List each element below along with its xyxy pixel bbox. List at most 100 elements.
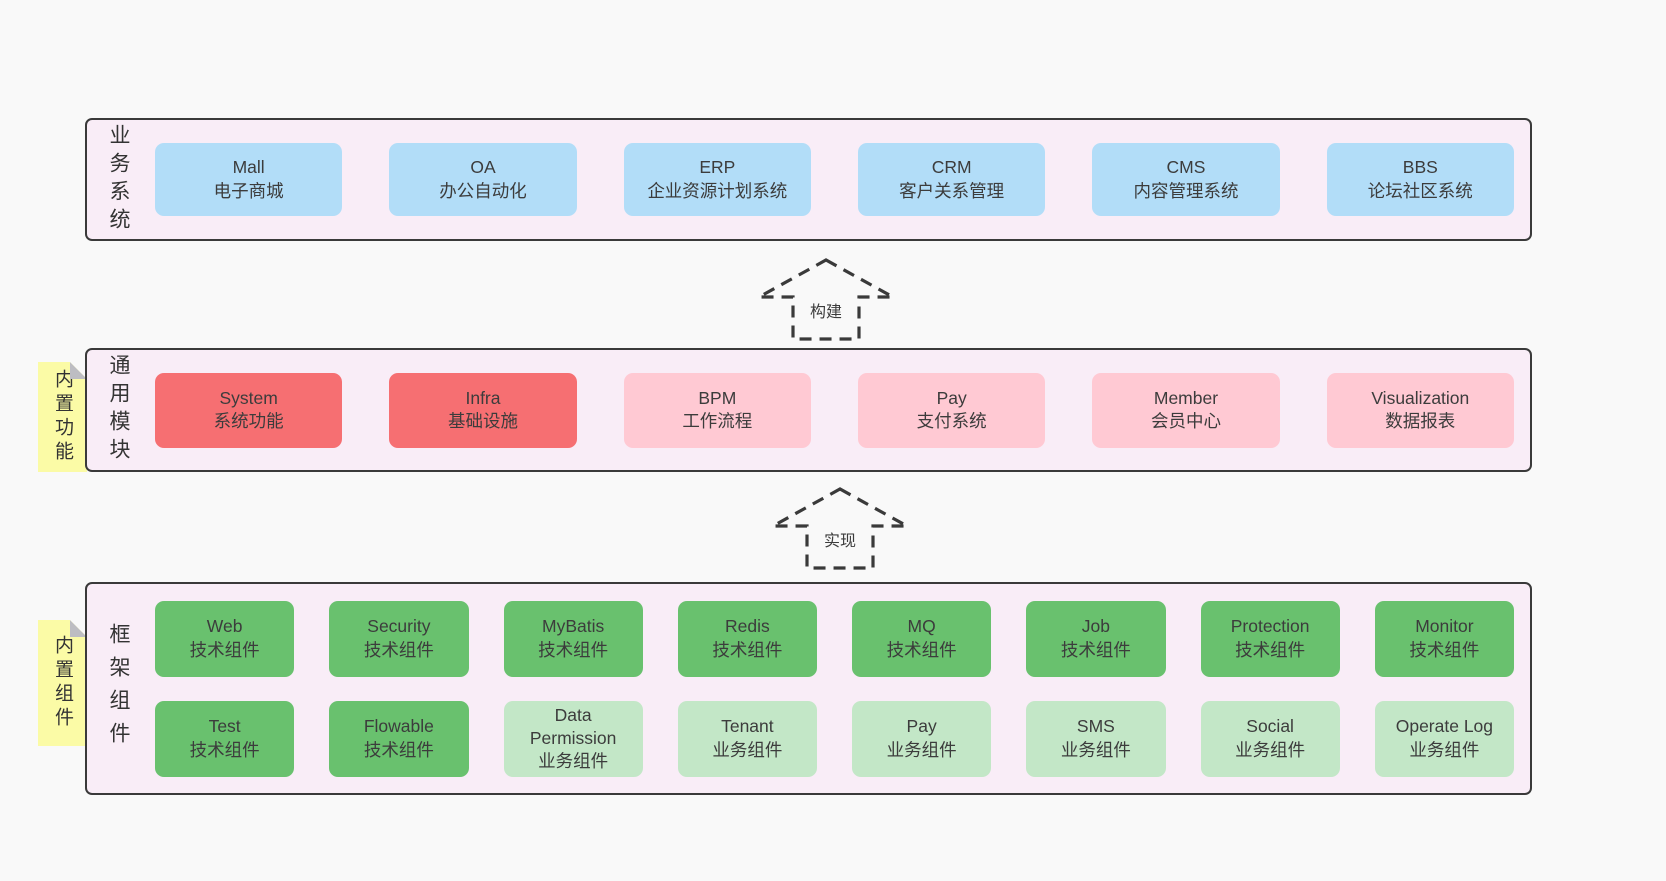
box-tenant: Tenant 业务组件 [677, 700, 817, 777]
box-title: ERP [699, 157, 736, 178]
box-web: Web 技术组件 [155, 600, 295, 677]
box-job: Job 技术组件 [1026, 600, 1166, 677]
box-crm: CRM 客户关系管理 [857, 143, 1046, 216]
sticky-note-built-in-components: 内置组件 [38, 620, 87, 746]
box-subtitle: 技术组件 [189, 639, 260, 660]
box-title: Test [208, 716, 241, 737]
box-title: Data Permission [529, 704, 617, 748]
box-title: Visualization [1371, 387, 1470, 408]
box-title: BPM [698, 387, 737, 408]
box-title: Flowable [363, 716, 434, 737]
box-title: SMS [1076, 716, 1115, 737]
box-title: Web [206, 616, 243, 637]
box-title: Social [1246, 716, 1294, 737]
box-subtitle: 数据报表 [1385, 411, 1456, 431]
arrow-implement: 实现 [770, 486, 910, 572]
box-title: Operate Log [1395, 716, 1494, 737]
box-subtitle: 业务组件 [886, 739, 957, 760]
box-subtitle: 办公自动化 [439, 180, 527, 201]
box-subtitle: 企业资源计划系统 [647, 180, 788, 201]
box-bbs: BBS 论坛社区系统 [1326, 143, 1514, 216]
box-subtitle: 论坛社区系统 [1367, 180, 1473, 201]
box-erp: ERP 企业资源计划系统 [623, 143, 811, 216]
box-mq: MQ 技术组件 [852, 600, 992, 677]
layer-common-modules: 通用模块 System 系统功能 Infra 基础设施 BPM 工作流程 Pay… [85, 348, 1532, 472]
layer-framework-components: 框架组件 Web 技术组件 Security 技术组件 MyBatis 技术组件… [85, 582, 1532, 795]
arrow-label: 构建 [806, 297, 846, 323]
box-member: Member 会员中心 [1092, 372, 1280, 448]
box-mybatis: MyBatis 技术组件 [503, 600, 643, 677]
layer-label: 业务系统 [107, 123, 130, 236]
box-subtitle: 业务组件 [1235, 739, 1306, 760]
box-protection: Protection 技术组件 [1200, 600, 1340, 677]
arrow-build: 构建 [756, 257, 896, 343]
box-sms: SMS 业务组件 [1026, 700, 1166, 777]
box-title: Member [1153, 387, 1219, 408]
box-flowable: Flowable 技术组件 [329, 700, 469, 777]
box-test: Test 技术组件 [155, 700, 295, 777]
box-operate-log: Operate Log 业务组件 [1374, 700, 1514, 777]
box-subtitle: 基础设施 [447, 411, 518, 431]
box-oa: OA 办公自动化 [389, 143, 577, 216]
note-text: 内置组件 [52, 635, 73, 731]
arrow-label: 实现 [820, 526, 860, 552]
layer-label: 通用模块 [107, 354, 130, 466]
box-subtitle: 业务组件 [538, 751, 609, 772]
note-text: 内置功能 [52, 369, 73, 465]
box-title: Infra [465, 387, 501, 408]
box-title: Pay [906, 716, 937, 737]
box-title: Tenant [721, 716, 774, 737]
box-title: Monitor [1415, 616, 1474, 637]
box-subtitle: 技术组件 [1060, 639, 1131, 660]
box-subtitle: 技术组件 [1235, 639, 1306, 660]
box-subtitle: 技术组件 [363, 639, 434, 660]
box-title: OA [470, 157, 496, 178]
box-title: Mall [232, 157, 265, 178]
box-subtitle: 业务组件 [1060, 739, 1131, 760]
box-social: Social 业务组件 [1200, 700, 1340, 777]
box-subtitle: 客户关系管理 [899, 180, 1005, 201]
layer-business-systems: 业务系统 Mall 电子商城 OA 办公自动化 ERP 企业资源计划系统 CRM… [85, 118, 1532, 241]
box-title: Protection [1230, 616, 1310, 637]
box-infra: Infra 基础设施 [389, 372, 577, 448]
box-subtitle: 系统功能 [213, 411, 284, 431]
box-subtitle: 技术组件 [712, 639, 783, 660]
box-subtitle: 业务组件 [1409, 739, 1480, 760]
arrow-up-icon [772, 487, 908, 570]
box-subtitle: 业务组件 [712, 739, 783, 760]
sticky-note-built-in-features: 内置功能 [38, 362, 87, 472]
box-title: Security [367, 616, 431, 637]
box-title: System [219, 387, 278, 408]
box-title: MyBatis [542, 616, 605, 637]
box-subtitle: 技术组件 [538, 639, 609, 660]
box-title: Pay [936, 387, 967, 408]
box-subtitle: 内容管理系统 [1133, 180, 1239, 201]
box-subtitle: 技术组件 [886, 639, 957, 660]
box-data-permission: Data Permission 业务组件 [503, 700, 643, 777]
layer-label: 框架组件 [107, 622, 130, 755]
box-security: Security 技术组件 [329, 600, 469, 677]
box-subtitle: 工作流程 [682, 411, 753, 431]
box-subtitle: 技术组件 [189, 739, 260, 760]
box-title: CMS [1166, 157, 1206, 178]
box-redis: Redis 技术组件 [677, 600, 817, 677]
box-subtitle: 技术组件 [1409, 639, 1480, 660]
box-cms: CMS 内容管理系统 [1092, 143, 1280, 216]
arrow-up-icon [758, 258, 894, 341]
box-title: Redis [725, 616, 770, 637]
box-title: Job [1081, 616, 1110, 637]
box-subtitle: 支付系统 [916, 411, 987, 431]
box-title: MQ [907, 616, 936, 637]
box-visualization: Visualization 数据报表 [1326, 372, 1514, 448]
box-mall: Mall 电子商城 [155, 143, 343, 216]
box-subtitle: 技术组件 [363, 739, 434, 760]
box-title: CRM [931, 157, 972, 178]
box-system: System 系统功能 [155, 372, 343, 448]
box-subtitle: 电子商城 [213, 180, 284, 201]
box-bpm: BPM 工作流程 [623, 372, 811, 448]
box-pay: Pay 支付系统 [857, 372, 1046, 448]
box-subtitle: 会员中心 [1150, 411, 1221, 431]
box-pay-biz: Pay 业务组件 [852, 700, 992, 777]
box-title: BBS [1402, 157, 1438, 178]
